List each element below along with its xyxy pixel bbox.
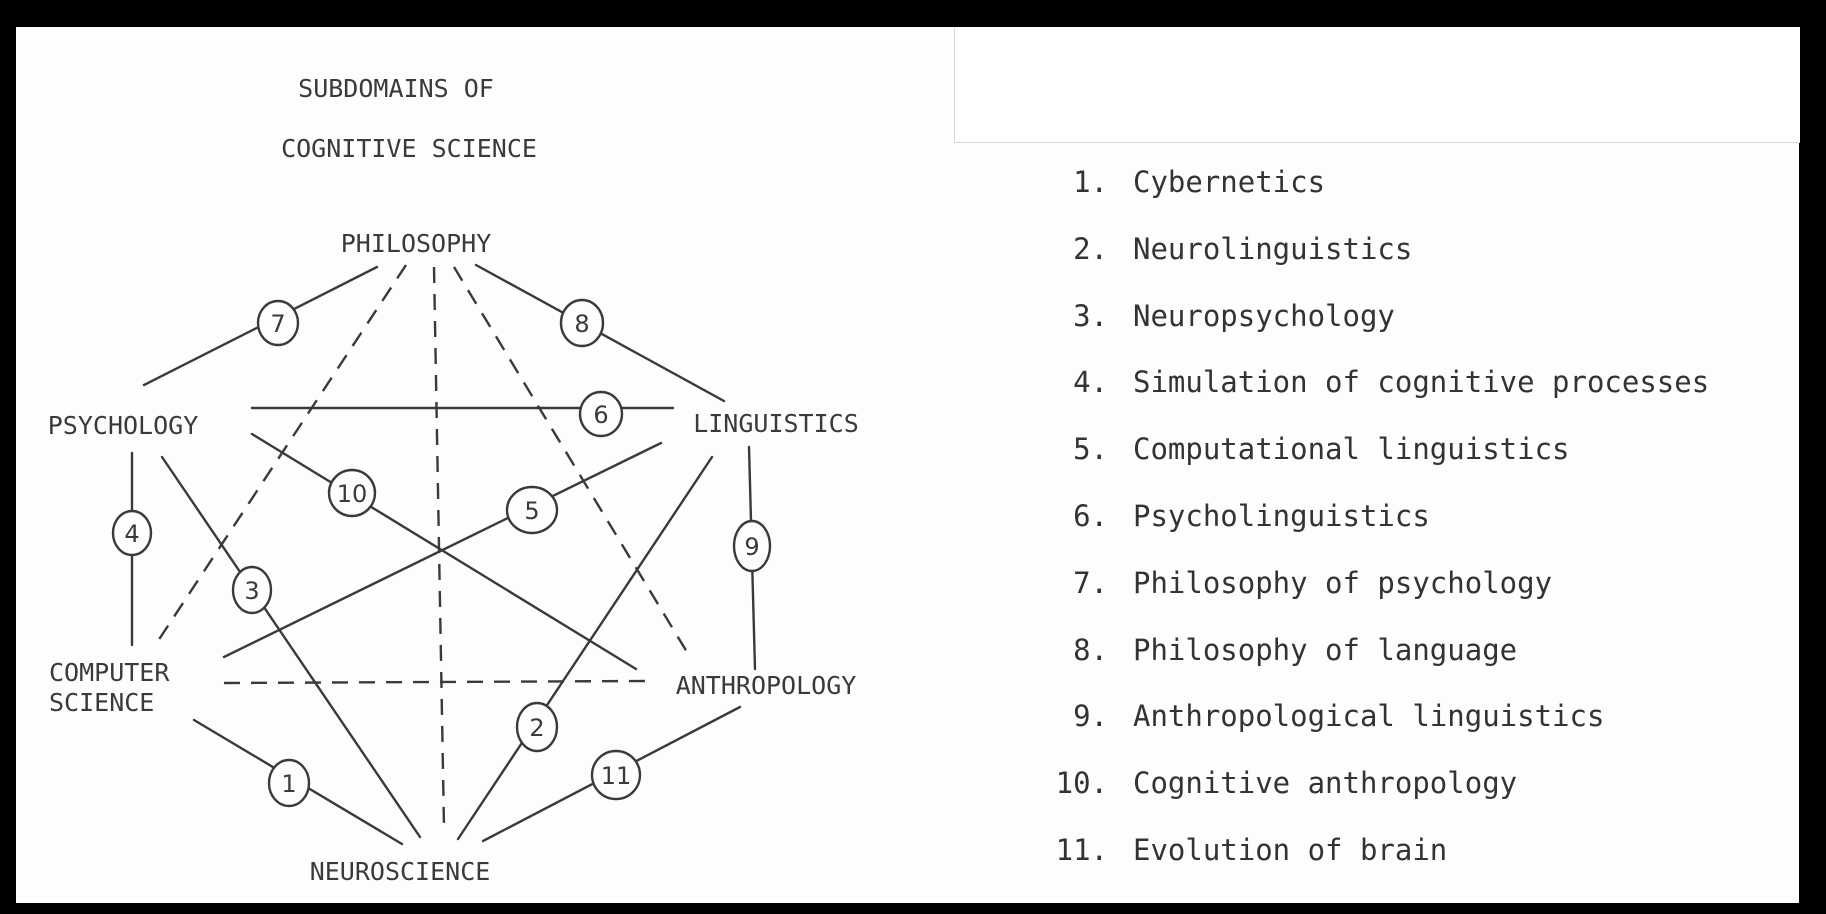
node-psychology: PSYCHOLOGY — [48, 411, 199, 440]
legend-item: 10. Cognitive anthropology — [1016, 766, 1709, 833]
legend-item: 9. Anthropological linguistics — [1016, 699, 1709, 766]
svg-text:6: 6 — [593, 401, 608, 429]
legend-item: 5. Computational linguistics — [1016, 432, 1709, 499]
svg-text:3: 3 — [244, 577, 259, 605]
legend-number: 4. — [1073, 365, 1108, 400]
legend-label: Philosophy of psychology — [1133, 565, 1553, 600]
svg-text:9: 9 — [744, 533, 759, 561]
legend-number: 2. — [1073, 231, 1108, 266]
badge-1: 1 — [267, 758, 311, 808]
legend-item: 8. Philosophy of language — [1016, 633, 1709, 700]
legend-label: Cognitive anthropology — [1133, 766, 1518, 801]
diagram-title-line-2: COGNITIVE SCIENCE — [281, 134, 537, 163]
node-philosophy: PHILOSOPHY — [341, 229, 492, 258]
legend-number: 10. — [1055, 766, 1108, 801]
svg-text:10: 10 — [337, 480, 368, 508]
legend-label: Anthropological linguistics — [1133, 699, 1605, 734]
badge-9: 9 — [732, 519, 772, 573]
svg-text:2: 2 — [529, 714, 544, 742]
edge-psychology-neuroscience — [160, 455, 422, 839]
svg-text:1: 1 — [281, 770, 296, 798]
legend-number: 9. — [1073, 699, 1108, 734]
badge-3: 3 — [231, 565, 273, 615]
diagram-title-line-1: SUBDOMAINS OF — [298, 74, 494, 103]
legend-label: Evolution of brain — [1133, 832, 1448, 867]
dashed-edge-computer-science-anthropology — [223, 679, 647, 685]
legend-item: 6. Psycholinguistics — [1016, 499, 1709, 566]
legend-label: Neurolinguistics — [1133, 231, 1413, 266]
badge-2: 2 — [515, 701, 559, 753]
legend-number: 1. — [1073, 165, 1108, 199]
blank-header-box — [954, 27, 1800, 143]
legend-number: 7. — [1073, 565, 1108, 600]
subdomain-legend: 1. Cybernetics 2. Neurolinguistics 3. Neuro… — [1016, 165, 1710, 900]
legend-number: 6. — [1073, 498, 1108, 533]
legend-item: 4. Simulation of cognitive processes — [1016, 365, 1709, 432]
legend-label: Computational linguistics — [1133, 432, 1570, 467]
node-neuroscience: NEUROSCIENCE — [310, 857, 491, 886]
legend-item: 2. Neurolinguistics — [1016, 232, 1709, 299]
legend-item: 7. Philosophy of psychology — [1016, 566, 1709, 633]
legend-number: 11. — [1055, 832, 1108, 867]
node-computer-science-line-2: SCIENCE — [49, 688, 154, 717]
legend-number: 5. — [1073, 432, 1108, 467]
svg-text:8: 8 — [574, 310, 589, 338]
node-anthropology: ANTHROPOLOGY — [676, 671, 857, 700]
legend-label: Simulation of cognitive processes — [1133, 365, 1710, 400]
dashed-edge-philosophy-neuroscience — [432, 266, 446, 828]
legend-label: Cybernetics — [1133, 165, 1326, 199]
svg-text:11: 11 — [601, 762, 632, 790]
edge-linguistics-computer-science — [222, 441, 663, 659]
dashed-edge-philosophy-computer-science — [152, 264, 408, 648]
legend-number: 8. — [1073, 632, 1108, 667]
badge-6: 6 — [578, 390, 624, 438]
legend-item: 1. Cybernetics — [1016, 165, 1709, 232]
svg-text:4: 4 — [124, 520, 139, 548]
dashed-edge-philosophy-anthropology — [452, 266, 692, 658]
legend-label: Neuropsychology — [1133, 298, 1395, 333]
badge-4: 4 — [111, 509, 153, 557]
edge-linguistics-neuroscience — [456, 455, 714, 841]
cognitive-science-hexagon-diagram: SUBDOMAINS OF COGNITIVE SCIENCE PHILOSOP… — [48, 74, 859, 886]
svg-text:5: 5 — [524, 497, 539, 525]
legend-item: 3. Neuropsychology — [1016, 299, 1709, 366]
badge-5: 5 — [505, 485, 559, 535]
badge-7: 7 — [256, 299, 300, 347]
badge-11: 11 — [590, 749, 642, 801]
legend-label: Psycholinguistics — [1133, 498, 1430, 533]
svg-text:7: 7 — [270, 310, 285, 338]
badge-10: 10 — [327, 468, 377, 518]
slide-page: SUBDOMAINS OF COGNITIVE SCIENCE PHILOSOP… — [16, 27, 1800, 903]
legend-label: Philosophy of language — [1133, 632, 1518, 667]
node-computer-science-line-1: COMPUTER — [49, 658, 170, 687]
edge-psychology-anthropology — [250, 432, 638, 671]
legend-item: 11. Evolution of brain — [1016, 833, 1709, 900]
legend-number: 3. — [1073, 298, 1108, 333]
badge-8: 8 — [559, 298, 605, 348]
node-linguistics: LINGUISTICS — [693, 409, 859, 438]
